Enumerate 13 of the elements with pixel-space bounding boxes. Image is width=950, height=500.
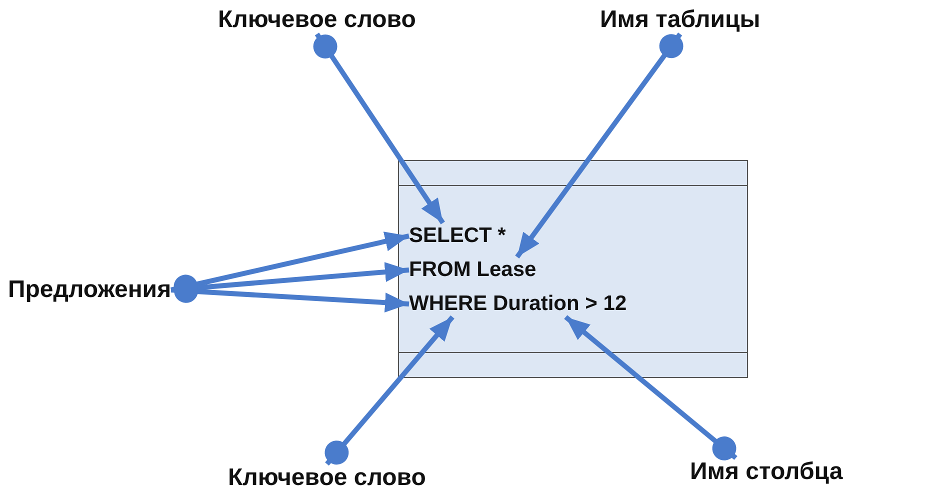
callout-label: Имя столбца (690, 458, 843, 486)
code-line: SELECT * (409, 223, 506, 249)
code-line: FROM Lease (409, 257, 536, 283)
callout-label: Предложения (8, 276, 172, 304)
leader-line (515, 32, 684, 258)
leader-line (324, 315, 454, 466)
callout-label: Ключевое слово (228, 464, 426, 492)
callout-label: Ключевое слово (218, 6, 416, 34)
code-line: WHERE Duration > 12 (409, 291, 627, 317)
leader-line (313, 32, 445, 224)
callout-label: Имя таблицы (600, 6, 760, 34)
query-panel (398, 160, 748, 378)
leader-line (564, 315, 738, 460)
